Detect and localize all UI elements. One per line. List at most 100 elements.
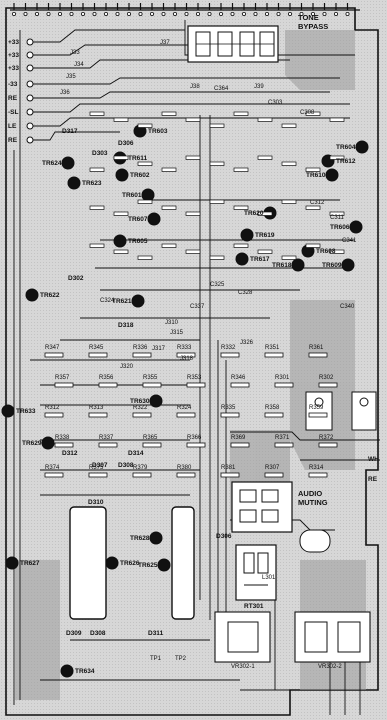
resistor-label: R365 — [143, 435, 158, 441]
bottom-potentiometers — [214, 611, 371, 663]
transistor-label: TR602 — [130, 172, 150, 179]
resistor-body — [89, 205, 105, 210]
resistor-body — [185, 117, 201, 122]
resistor-label: R314 — [309, 465, 324, 471]
resistor-body — [209, 255, 225, 260]
misc-label: J36 — [60, 90, 70, 96]
transistor-bodies — [1, 124, 369, 678]
transistor-label: TR603 — [148, 128, 168, 135]
resistor-label: R335 — [221, 405, 236, 411]
resistor-body — [233, 167, 249, 172]
transistor-body — [149, 394, 163, 408]
resistor-body — [186, 382, 206, 388]
resistor-body — [220, 472, 240, 478]
audio-muting-relay — [231, 481, 331, 553]
resistor-body — [209, 123, 225, 128]
resistor-body — [329, 117, 345, 122]
transistor-label: TR612 — [336, 158, 356, 165]
resistor-body — [44, 412, 64, 418]
capacitor-label: C341 — [342, 238, 357, 244]
resistor-body — [281, 161, 297, 166]
transistor-body — [5, 556, 19, 570]
resistor-body — [142, 382, 162, 388]
transistor-label: TR609 — [322, 262, 342, 269]
resistor-label: R347 — [45, 345, 60, 351]
diode-label: D302 — [68, 275, 84, 282]
transistor-body — [131, 294, 145, 308]
resistor-body — [264, 472, 284, 478]
capacitor-label: C325 — [210, 282, 225, 288]
resistor-body — [161, 243, 177, 248]
transistor-label: TR619 — [255, 232, 275, 239]
resistor-body — [186, 442, 206, 448]
misc-label: J37 — [160, 40, 170, 46]
tone-bypass-label: TONE — [298, 13, 319, 22]
transistor-body — [349, 220, 363, 234]
resistor-body — [185, 249, 201, 254]
transistor-label: TR610 — [306, 172, 326, 179]
transistor-body — [240, 228, 254, 242]
misc-label: L301 — [262, 575, 276, 581]
resistor-body — [274, 442, 294, 448]
resistor-body — [88, 412, 108, 418]
resistor-body — [185, 211, 201, 216]
resistor-label: R351 — [265, 345, 280, 351]
resistor-label: R338 — [55, 435, 70, 441]
transistor-label: TR628 — [130, 535, 150, 542]
resistor-label: R322 — [133, 405, 148, 411]
resistor-label: R353 — [187, 375, 202, 381]
transistor-label: TR625 — [138, 562, 158, 569]
resistor-body — [89, 167, 105, 172]
transistor-label: TR617 — [250, 256, 270, 263]
edge-label: -33 — [8, 81, 18, 88]
capacitor-label: C324 — [100, 298, 115, 304]
transistor-label: TR611 — [128, 155, 148, 162]
transistor-label: TR627 — [20, 560, 40, 567]
misc-label: J320 — [120, 364, 134, 370]
transistor-label: TR606 — [330, 224, 350, 231]
resistor-body — [281, 123, 297, 128]
diode-label: D318 — [118, 322, 134, 329]
resistor-body — [176, 472, 196, 478]
audio-muting-label-2: MUTING — [298, 498, 328, 507]
diode-label: D311 — [148, 630, 164, 637]
resistor-body — [142, 442, 162, 448]
resistor-body — [54, 442, 74, 448]
right-edge-wh: WH — [368, 456, 379, 463]
resistor-label: R307 — [265, 465, 280, 471]
resistor-body — [44, 352, 64, 358]
audio-muting-label: AUDIO — [298, 489, 323, 498]
resistor-label: R346 — [231, 375, 246, 381]
resistor-body — [281, 199, 297, 204]
diode-label: D303 — [92, 150, 108, 157]
transistor-label: TR623 — [82, 180, 102, 187]
resistor-label: R355 — [143, 375, 158, 381]
resistor-body — [113, 211, 129, 216]
transistor-body — [115, 168, 129, 182]
misc-label: TP2 — [175, 656, 187, 662]
resistor-label: R379 — [133, 465, 148, 471]
resistor-body — [209, 161, 225, 166]
resistor-label: R372 — [319, 435, 334, 441]
diode-label: D308 — [90, 630, 106, 637]
resistor-body — [257, 155, 273, 160]
misc-label: J326 — [240, 340, 254, 346]
resistor-label: R361 — [309, 345, 324, 351]
capacitor-label: C312 — [310, 200, 325, 206]
misc-label: TP1 — [150, 656, 162, 662]
diode-label: D306 — [118, 140, 134, 147]
transistor-body — [141, 188, 155, 202]
diode-label: D317 — [62, 128, 78, 135]
resistor-label: R336 — [133, 345, 148, 351]
misc-label: J315 — [170, 330, 184, 336]
resistor-body — [257, 249, 273, 254]
right-edge-re: RE — [368, 476, 378, 483]
misc-label: J310 — [165, 320, 179, 326]
misc-label: J317 — [152, 346, 166, 352]
resistor-body — [132, 352, 152, 358]
transistor-label: TR605 — [128, 238, 148, 245]
transistor-label: TR626 — [120, 560, 140, 567]
transistor-body — [1, 404, 15, 418]
resistor-label: R357 — [55, 375, 70, 381]
transistor-body — [67, 176, 81, 190]
